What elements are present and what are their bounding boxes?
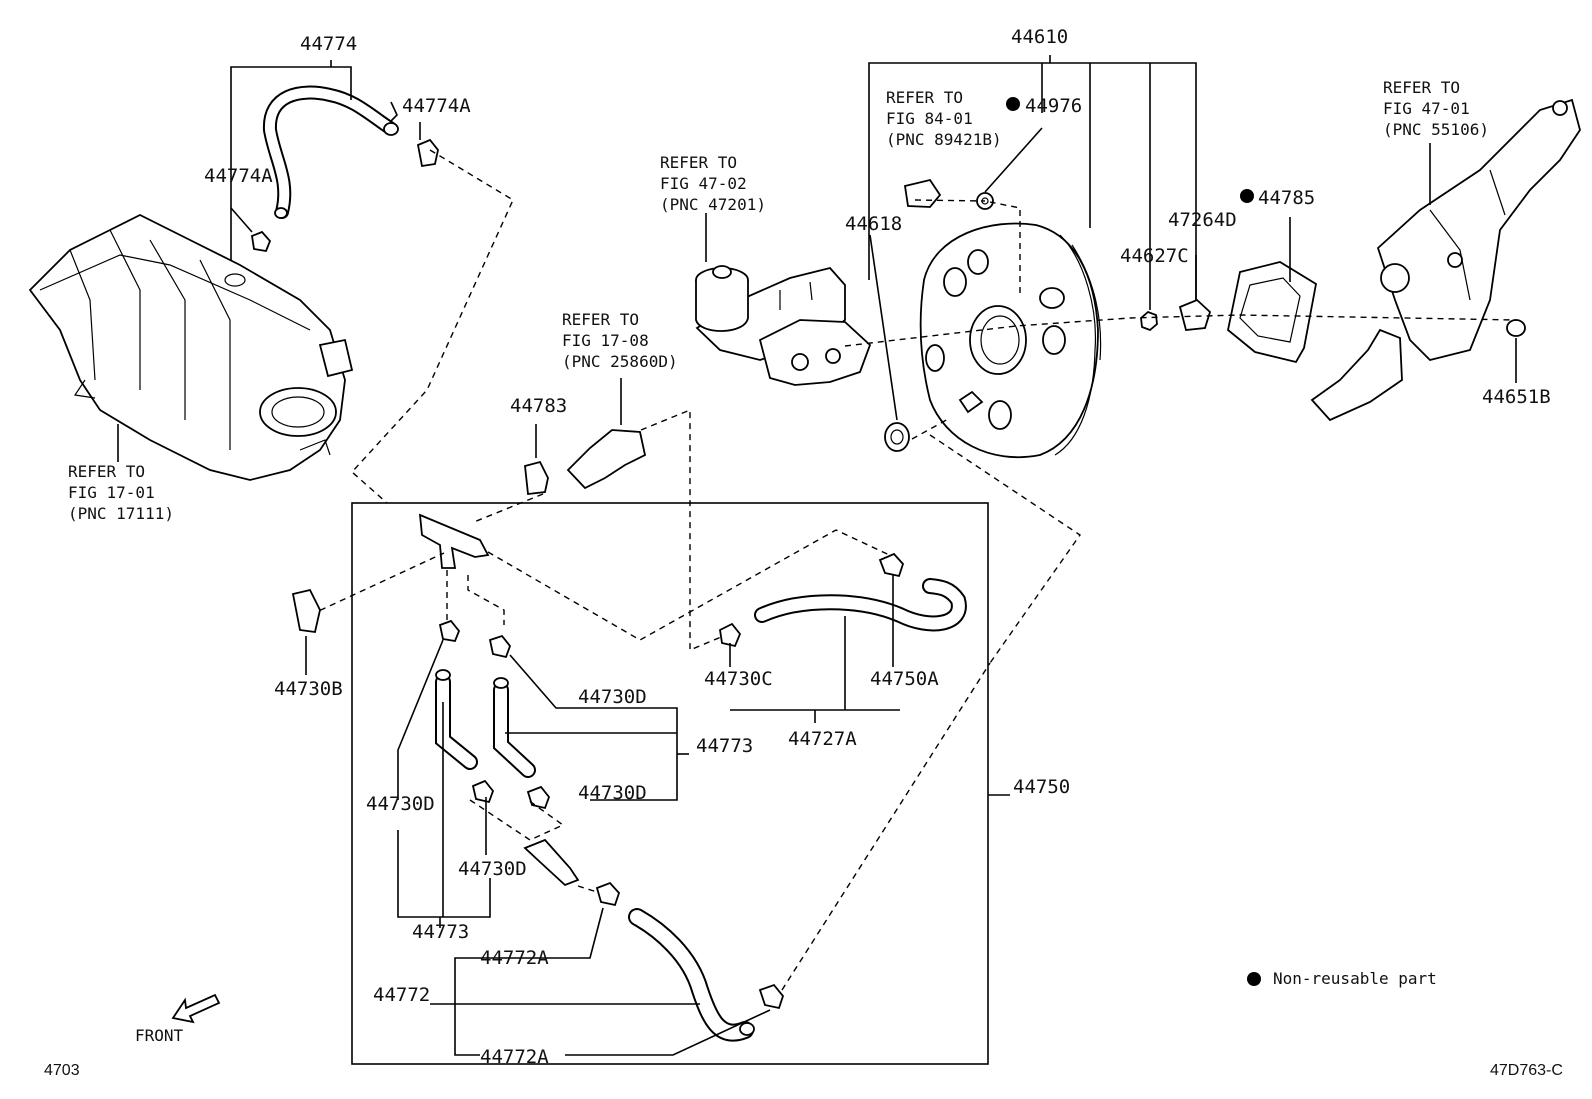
- legend: Non-reusable part: [1247, 969, 1437, 988]
- note-fig-47-01: REFER TO FIG 47-01 (PNC 55106): [1383, 78, 1489, 139]
- figure-code: 47D763-C: [1490, 1062, 1563, 1079]
- vacuum-hose-44773-left: [435, 669, 478, 770]
- grommet-44618: [884, 422, 910, 452]
- note-fig-47-02: REFER TO FIG 47-02 (PNC 47201): [660, 153, 766, 214]
- note-fig-84-01: REFER TO FIG 84-01 (PNC 89421B): [886, 88, 1002, 149]
- grommet-44651b: [1506, 319, 1526, 337]
- front-label: FRONT: [135, 1026, 184, 1045]
- clip-44774a-right: [416, 138, 439, 168]
- label-44976: 44976: [1025, 95, 1082, 117]
- svg-text:(PNC 47201): (PNC 47201): [660, 195, 766, 214]
- svg-text:(PNC 89421B): (PNC 89421B): [886, 130, 1002, 149]
- clip-44772a-top: [595, 881, 621, 907]
- master-cylinder-illustration: [695, 265, 872, 386]
- non-reusable-legend-dot: [1247, 972, 1261, 986]
- vacuum-sensor-illustration: [903, 178, 942, 208]
- svg-text:REFER TO: REFER TO: [660, 153, 737, 172]
- clip-44730b: [291, 588, 321, 634]
- clip-44730d-3: [471, 779, 495, 804]
- label-44772a-top: 44772A: [480, 947, 549, 969]
- label-44730d-d: 44730D: [458, 858, 527, 880]
- label-44774a-right: 44774A: [402, 95, 471, 117]
- label-44773-right: 44773: [696, 735, 753, 757]
- label-44730b: 44730B: [274, 678, 343, 700]
- pedal-bracket-illustration: [1310, 98, 1581, 422]
- label-44727a: 44727A: [788, 728, 857, 750]
- note-fig-17-08: REFER TO FIG 17-08 (PNC 25860D): [562, 310, 678, 371]
- nut-44627c: [1140, 310, 1158, 332]
- front-arrow-icon: [171, 993, 221, 1024]
- clip-44730d-4: [526, 785, 551, 810]
- svg-text:REFER TO: REFER TO: [1383, 78, 1460, 97]
- svg-text:REFER TO: REFER TO: [562, 310, 639, 329]
- label-44730d-c: 44730D: [366, 793, 435, 815]
- svg-text:(PNC 55106): (PNC 55106): [1383, 120, 1489, 139]
- clip-44772a-bottom: [758, 983, 785, 1010]
- label-44750a: 44750A: [870, 668, 939, 690]
- svg-text:(PNC 25860D): (PNC 25860D): [562, 352, 678, 371]
- vacuum-hose-44773-right: [493, 677, 536, 778]
- svg-text:REFER TO: REFER TO: [886, 88, 963, 107]
- clip-44730c: [719, 622, 742, 648]
- vacuum-hose-44772: [628, 908, 755, 1042]
- clip-44730d-1: [438, 619, 461, 643]
- one-way-valve-illustration: [523, 838, 580, 887]
- label-44730d-b: 44730D: [578, 782, 647, 804]
- intake-manifold-illustration: [28, 213, 354, 481]
- label-44772a-bottom: 44772A: [480, 1046, 549, 1068]
- non-reusable-marker-44785: [1240, 189, 1254, 203]
- label-44785: 44785: [1258, 187, 1315, 209]
- svg-text:FIG 17-01: FIG 17-01: [68, 483, 155, 502]
- hose-assembly-frame: [351, 502, 989, 1065]
- label-44773-bottom: 44773: [412, 921, 469, 943]
- label-44618: 44618: [845, 213, 902, 235]
- label-44774: 44774: [300, 33, 357, 55]
- tee-joint-illustration: [418, 513, 490, 569]
- label-44730c: 44730C: [704, 668, 773, 690]
- clip-44750a: [878, 552, 905, 578]
- svg-text:FIG 47-02: FIG 47-02: [660, 174, 747, 193]
- vsv-illustration: [566, 429, 647, 490]
- clip-44730d-2: [488, 634, 512, 659]
- note-fig-17-01: REFER TO FIG 17-01 (PNC 17111): [68, 462, 174, 523]
- page-code: 4703: [44, 1062, 80, 1079]
- vacuum-hose-44727a: [754, 578, 967, 632]
- label-47264d: 47264D: [1168, 209, 1237, 231]
- clip-44774a-left: [251, 230, 272, 253]
- clevis-47264d: [1178, 298, 1212, 331]
- svg-text:REFER TO: REFER TO: [68, 462, 145, 481]
- label-44730d-a: 44730D: [578, 686, 647, 708]
- label-44783: 44783: [510, 395, 567, 417]
- brake-booster-illustration: [919, 222, 1102, 459]
- svg-text:FIG 47-01: FIG 47-01: [1383, 99, 1470, 118]
- check-valve-44783: [524, 460, 549, 496]
- svg-text:FIG 84-01: FIG 84-01: [886, 109, 973, 128]
- vacuum-hose-44774: [262, 85, 399, 219]
- svg-text:FIG 17-08: FIG 17-08: [562, 331, 649, 350]
- label-44610: 44610: [1011, 26, 1068, 48]
- label-44772: 44772: [373, 984, 430, 1006]
- label-44651b: 44651B: [1482, 386, 1551, 408]
- label-44774a-left: 44774A: [204, 165, 273, 187]
- label-44627c: 44627C: [1120, 245, 1189, 267]
- svg-text:(PNC 17111): (PNC 17111): [68, 504, 174, 523]
- non-reusable-marker-44976: [1006, 97, 1020, 111]
- label-44750: 44750: [1013, 776, 1070, 798]
- legend-text: Non-reusable part: [1273, 969, 1437, 988]
